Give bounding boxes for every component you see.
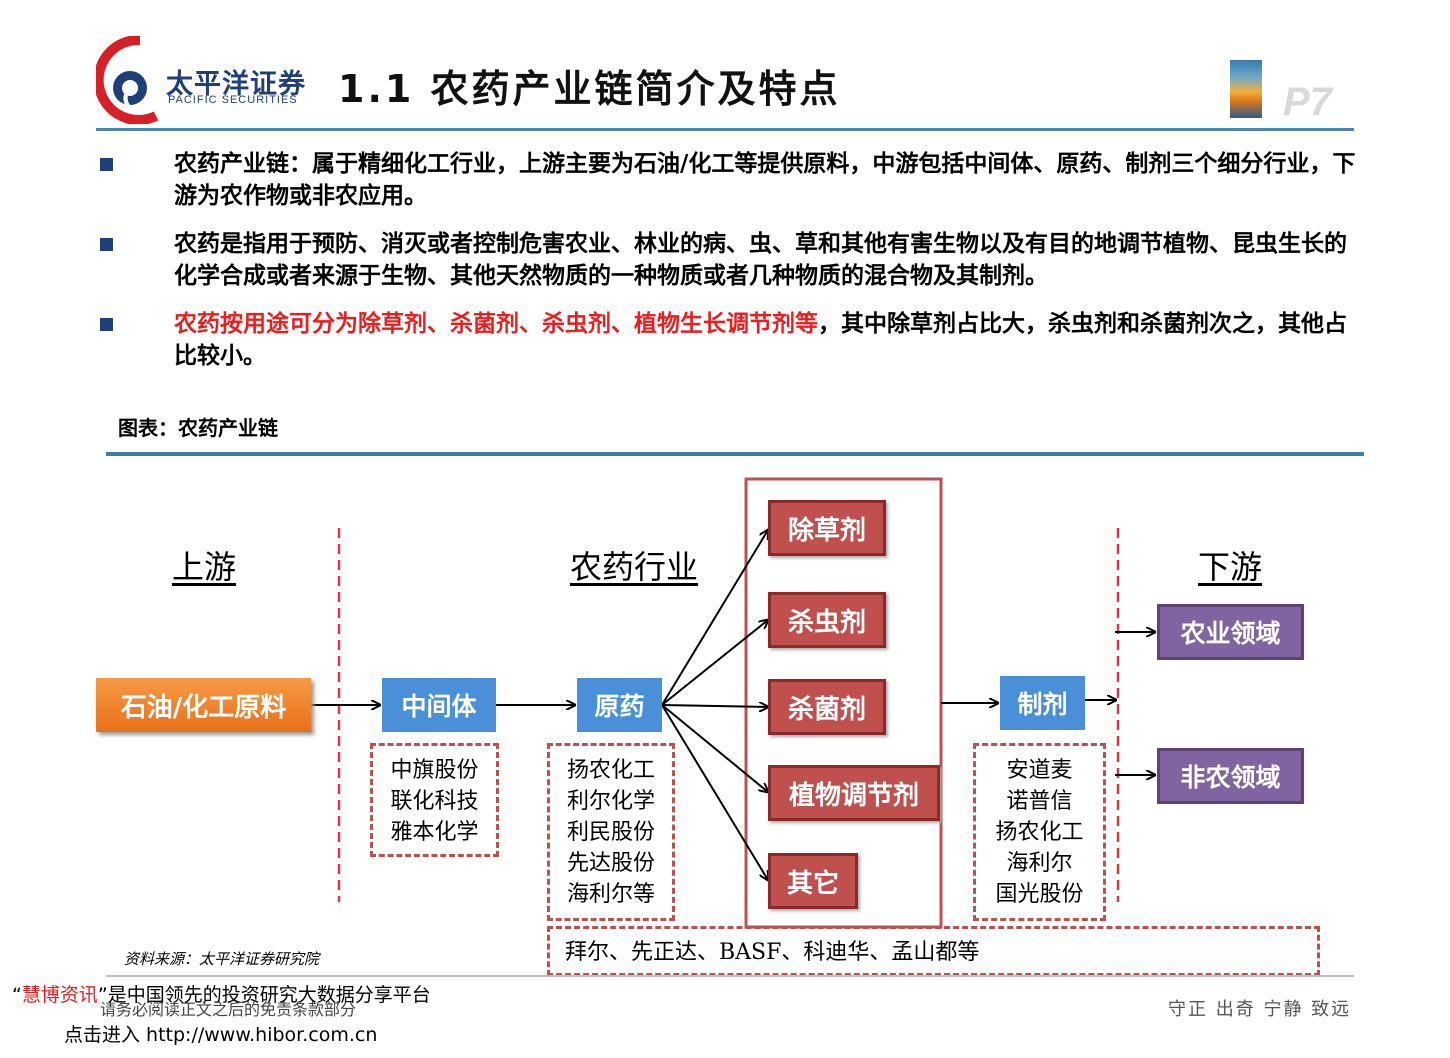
node-others: 其它 <box>768 853 858 909</box>
sunset-thumbnail-image <box>1230 60 1262 118</box>
bullet-text: 农药产业链：属于精细化工行业，上游主要为石油/化工等提供原料，中游包括中间体、原… <box>174 151 1356 209</box>
page-number: P7 <box>1283 80 1332 124</box>
company-logo-icon <box>96 36 159 124</box>
company-name: 中旗股份 <box>390 758 479 783</box>
company-name: 诺普信 <box>1006 789 1073 814</box>
stage-label-midstream: 农药行业 <box>570 548 699 586</box>
company-name: 利尔化学 <box>566 789 655 814</box>
company-name: 联化科技 <box>390 789 479 814</box>
source-note: 资料来源：太平洋证券研究院 <box>124 950 320 968</box>
company-name: 扬农化工 <box>566 758 655 783</box>
arrow <box>661 620 768 706</box>
stage-label-upstream: 上游 <box>172 548 237 586</box>
node-raw-material: 石油/化工原料 <box>96 678 311 732</box>
header-divider <box>96 128 1354 131</box>
company-list-formulation: 安道麦 诺普信 扬农化工 海利尔 国光股份 <box>973 743 1106 921</box>
company-name: 海利尔等 <box>566 882 655 907</box>
bullet-highlight-text: 农药按用途可分为除草剂、杀菌剂、杀虫剂、植物生长调节剂等 <box>174 311 818 337</box>
arrow <box>661 705 768 707</box>
logo-text-cn: 太平洋证券 <box>166 69 306 100</box>
company-name: 扬农化工 <box>995 820 1084 845</box>
company-name: 国光股份 <box>995 882 1084 907</box>
figure-divider <box>106 452 1364 456</box>
bullet-square-icon <box>100 318 113 331</box>
node-plant-growth-regulator: 植物调节剂 <box>768 765 940 821</box>
company-name: 先达股份 <box>566 851 655 876</box>
company-name: 安道麦 <box>1006 758 1073 783</box>
node-herbicide: 除草剂 <box>768 500 886 556</box>
company-name: 雅本化学 <box>390 820 479 845</box>
company-list-intermediate: 中旗股份 联化科技 雅本化学 <box>370 743 499 857</box>
node-formulation: 制剂 <box>1000 676 1085 730</box>
company-name: 利民股份 <box>566 820 655 845</box>
bullet-square-icon <box>100 238 113 251</box>
watermark-link[interactable]: 点击进入 http://www.hibor.com.cn <box>64 1024 378 1046</box>
footer-divider <box>106 975 1354 977</box>
figure-caption: 图表：农药产业链 <box>118 416 278 440</box>
company-name: 海利尔 <box>1006 851 1073 876</box>
node-technical: 原药 <box>577 678 662 732</box>
footer-motto: 守正 出奇 宁静 致远 <box>1168 999 1352 1020</box>
watermark-text: “慧博资讯”是中国领先的投资研究大数据分享平台 <box>12 984 431 1006</box>
node-fungicide: 杀菌剂 <box>768 679 886 735</box>
arrow <box>661 704 768 880</box>
logo-text-en: PACIFIC SECURITIES <box>168 94 298 106</box>
bullet-text: 农药是指用于预防、消灭或者控制危害农业、林业的病、虫、草和其他有害生物以及有目的… <box>174 231 1347 289</box>
bullet-text: ，其中除草剂占比大，杀虫剂和杀菌剂次之，其他占比较小。 <box>174 311 1347 369</box>
node-non-agricultural-field: 非农领域 <box>1157 748 1304 804</box>
company-list-technical: 扬农化工 利尔化学 利民股份 先达股份 海利尔等 <box>547 743 675 921</box>
bullet-square-icon <box>100 158 113 171</box>
arrow <box>661 530 768 706</box>
disclaimer-text: 请务必阅读正文之后的免责条款部分 <box>100 1000 357 1019</box>
node-agricultural-field: 农业领域 <box>1157 604 1304 660</box>
arrow <box>661 704 768 792</box>
page-title: 1.1 农药产业链简介及特点 <box>338 67 841 111</box>
company-list-global: 拜尔、先正达、BASF、科迪华、孟山都等 <box>547 926 1320 976</box>
stage-label-downstream: 下游 <box>1198 548 1263 586</box>
node-intermediate: 中间体 <box>382 678 496 732</box>
company-name: 拜尔、先正达、BASF、科迪华、孟山都等 <box>565 940 980 965</box>
node-insecticide: 杀虫剂 <box>768 592 886 648</box>
watermark-brand: 慧博资讯 <box>21 984 98 1006</box>
